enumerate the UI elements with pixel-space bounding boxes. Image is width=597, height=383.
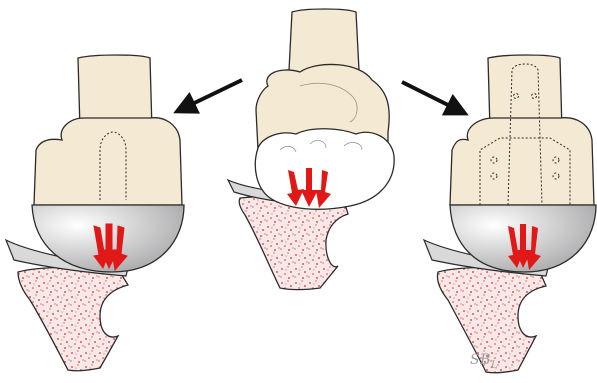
left-knee-femoral-implant-panel: [6, 55, 184, 371]
right-femoral-condyles: [450, 118, 594, 205]
right-knee-stemmed-implant-panel: [424, 55, 596, 373]
center-knee-native-panel: [228, 9, 394, 290]
artist-signature: SBL: [470, 352, 498, 371]
left-femoral-condyles: [34, 118, 182, 205]
center-tibia: [239, 196, 348, 289]
left-tibia: [18, 268, 128, 371]
black-direction-arrow-icon: [184, 80, 242, 108]
black-direction-arrow-icon: [402, 82, 458, 110]
